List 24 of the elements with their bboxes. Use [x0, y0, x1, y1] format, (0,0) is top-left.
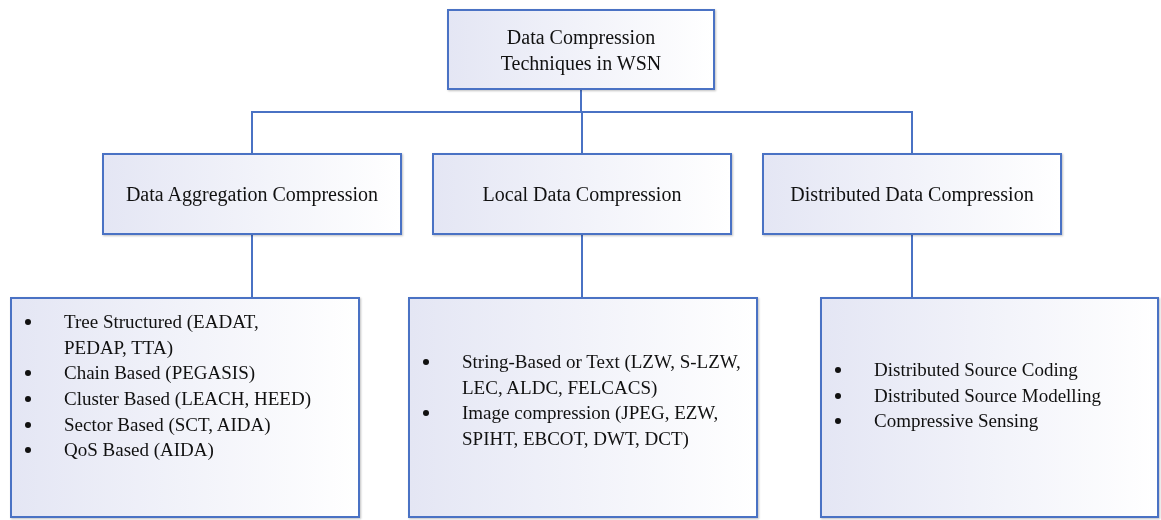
bullet-item: Image compression (JPEG, EZW, SPIHT, EBCOT, DWT, DCT) — [410, 400, 756, 452]
list-box — [408, 297, 758, 518]
bullet-item: QoS Based (AIDA) — [12, 437, 324, 463]
bullet-item: Compressive Sensing — [822, 408, 1157, 434]
bullet-item: Cluster Based (LEACH, HEED) — [12, 385, 324, 412]
bullet-item: Distributed Source Coding — [822, 357, 1157, 383]
connector-line — [581, 234, 583, 298]
node-label: Data Aggregation Compression — [125, 182, 379, 207]
bullet-item: Distributed Source Modelling — [822, 382, 1157, 409]
list-box — [10, 297, 360, 518]
category-box — [102, 153, 402, 235]
connector-line — [911, 234, 913, 298]
category-box — [447, 9, 715, 90]
category-box — [432, 153, 732, 235]
list-box — [820, 297, 1159, 518]
node-label: Data Compression Techniques in WSN — [499, 24, 663, 76]
connector-line — [251, 234, 253, 298]
node-label: Distributed Data Compression — [790, 182, 1034, 207]
bullet-item: Tree Structured (EADAT, PEDAP, TTA) — [12, 309, 324, 361]
bullet-item: String-Based or Text (LZW, S-LZW, LEC, ALDC, FELCACS) — [410, 349, 756, 401]
bullet-item: Sector Based (SCT, AIDA) — [12, 411, 324, 438]
category-box — [762, 153, 1062, 235]
node-label: Local Data Compression — [482, 182, 682, 207]
bullet-item: Chain Based (PEGASIS) — [12, 360, 324, 386]
